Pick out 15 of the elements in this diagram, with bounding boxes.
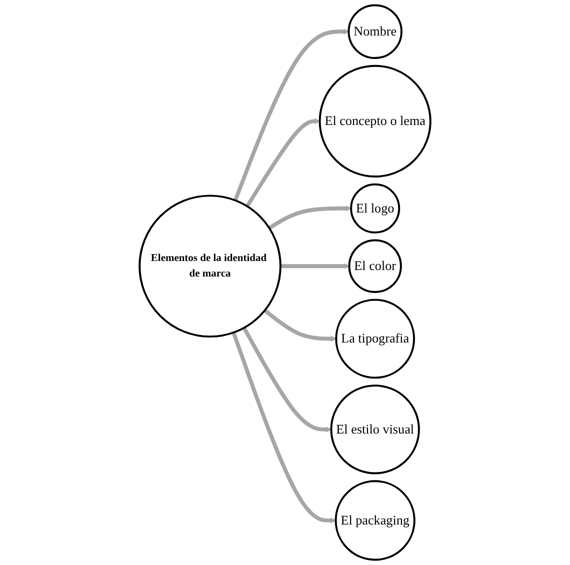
- arrow: [232, 332, 336, 524]
- arrow: [246, 118, 320, 208]
- arrow: [280, 263, 350, 269]
- arrow: [264, 308, 336, 342]
- node-circle: Elementos de la identidad de marca: [138, 194, 282, 338]
- node-circle: El logo: [350, 183, 400, 234]
- arrow: [242, 326, 332, 432]
- arrow: [268, 206, 352, 230]
- node-circle: El estilo visual: [330, 384, 420, 474]
- arrow: [233, 28, 349, 202]
- node-circle: El packaging: [334, 480, 416, 561]
- node-circle: El concepto o lema: [318, 64, 432, 178]
- node-circle: Nombre: [348, 4, 402, 59]
- node-circle: La tipografia: [335, 298, 416, 379]
- node-circle: El color: [348, 239, 402, 293]
